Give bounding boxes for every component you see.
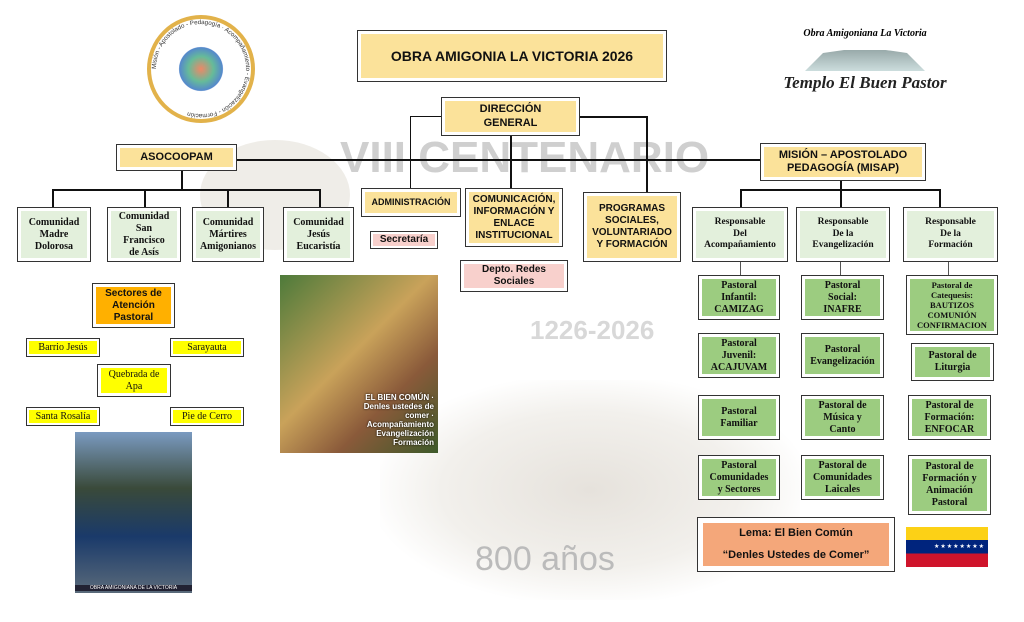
administracion-box: ADMINISTRACIÓN <box>361 188 461 217</box>
responsable-acompanamiento: Responsable Del Acompañamiento <box>692 207 788 262</box>
sector-label: Santa Rosalía <box>29 410 97 423</box>
pastoral-social: Pastoral Social: INAFRE <box>801 275 884 320</box>
responsable-label: Responsable De la Evangelización <box>800 211 886 258</box>
church-icon <box>805 47 925 71</box>
misap-circle-logo: Misión - Apostolado - Pedagogía · Acompa… <box>145 15 257 123</box>
pastoral-liturgia: Pastoral de Liturgia <box>911 343 994 381</box>
secretaria-box: Secretaría <box>370 231 438 249</box>
pastoral-musica-canto: Pastoral de Música y Canto <box>801 395 884 440</box>
pastoral-label: Pastoral de Catequesis: BAUTIZOS COMUNIÓ… <box>910 279 994 331</box>
responsable-evangelizacion: Responsable De la Evangelización <box>796 207 890 262</box>
pastoral-label: Pastoral Infantil: CAMIZAG <box>702 279 776 316</box>
pastoral-label: Pastoral Comunidades y Sectores <box>702 459 776 496</box>
comunicacion-label: COMUNICACIÓN, INFORMACIÓN Y ENLACE INSTI… <box>469 192 559 243</box>
asocoopam-box: ASOCOOPAM <box>116 144 237 171</box>
pastoral-juvenil: Pastoral Juvenil: ACAJUVAM <box>698 333 780 378</box>
misap-circle-logo-svg: Misión - Apostolado - Pedagogía · Acompa… <box>147 15 255 123</box>
pastoral-label: Pastoral Social: INAFRE <box>805 279 880 316</box>
lema-content: Lema: El Bien Común “Denles Ustedes de Co… <box>703 523 889 566</box>
sectores-label: Sectores de Atención Pastoral <box>96 287 171 324</box>
programas-sociales-box: PROGRAMAS SOCIALES, VOLUNTARIADO Y FORMA… <box>583 192 681 262</box>
misap-box: MISIÓN – APOSTOLADO PEDAGOGÍA (MISAP) <box>760 143 926 181</box>
comunidad-label: Comunidad Mártires Amigonianos <box>196 211 260 258</box>
comunidad-label: Comunidad Jesús Eucaristía <box>287 211 350 258</box>
pastoral-label: Pastoral Familiar <box>702 399 776 436</box>
watermark-years: 1226-2026 <box>530 315 655 345</box>
pastoral-label: Pastoral de Formación: ENFOCAR <box>912 399 987 436</box>
pastoral-formacion-enfocar: Pastoral de Formación: ENFOCAR <box>908 395 991 440</box>
sector-sarayauta: Sarayauta <box>170 338 244 357</box>
redes-sociales-box: Depto. Redes Sociales <box>460 260 568 292</box>
administracion-label: ADMINISTRACIÓN <box>365 192 457 213</box>
programas-sociales-label: PROGRAMAS SOCIALES, VOLUNTARIADO Y FORMA… <box>587 196 677 258</box>
pastoral-label: Pastoral de Música y Canto <box>805 399 880 436</box>
pastoral-label: Pastoral de Formación y Animación Pastor… <box>912 459 987 511</box>
venezuela-flag-icon: ★★★★★★★★ <box>906 527 988 567</box>
pastoral-label: Pastoral de Comunidades Laicales <box>805 459 880 496</box>
collage-caption: OBRA AMIGONIANA DE LA VICTORIA <box>75 585 192 591</box>
sector-pie-de-cerro: Pie de Cerro <box>170 407 244 426</box>
pastoral-catequesis: Pastoral de Catequesis: BAUTIZOS COMUNIÓ… <box>906 275 998 335</box>
sector-santa-rosalia: Santa Rosalía <box>26 407 100 426</box>
redes-sociales-label: Depto. Redes Sociales <box>464 264 564 288</box>
flag-stars: ★★★★★★★★ <box>934 544 986 550</box>
sectores-box: Sectores de Atención Pastoral <box>92 283 175 328</box>
comunidad-jesus-eucaristia: Comunidad Jesús Eucaristía <box>283 207 354 262</box>
bien-comun-poster-image: EL BIEN COMÚN · Denles ustedes de comer … <box>280 275 438 453</box>
direccion-general-box: DIRECCIÓN GENERAL <box>441 97 580 136</box>
sector-barrio-jesus: Barrio Jesús <box>26 338 100 357</box>
comunidad-san-francisco: Comunidad San Francisco de Asís <box>107 207 181 262</box>
title-box: OBRA AMIGONIA LA VICTORIA 2026 <box>357 30 667 82</box>
responsable-label: Responsable Del Acompañamiento <box>696 211 784 258</box>
sector-quebrada-de-apa: Quebrada de Apa <box>97 364 171 397</box>
poster-caption: EL BIEN COMÚN · Denles ustedes de comer … <box>363 393 434 447</box>
pastoral-label: Pastoral Evangelización <box>805 337 880 374</box>
sector-label: Sarayauta <box>173 341 241 354</box>
comunidad-label: Comunidad San Francisco de Asís <box>111 211 177 258</box>
pastoral-comunidades-laicales: Pastoral de Comunidades Laicales <box>801 455 884 500</box>
watermark-centenario: VIII CENTENARIO <box>340 133 710 182</box>
comunidad-madre-dolorosa: Comunidad Madre Dolorosa <box>17 207 91 262</box>
pastoral-infantil: Pastoral Infantil: CAMIZAG <box>698 275 780 320</box>
responsable-label: Responsable De la Formación <box>907 211 994 258</box>
pastoral-label: Pastoral de Liturgia <box>915 347 990 377</box>
sector-label: Barrio Jesús <box>29 341 97 354</box>
pastoral-evangelizacion: Pastoral Evangelización <box>801 333 884 378</box>
pastoral-label: Pastoral Juvenil: ACAJUVAM <box>702 337 776 374</box>
templo-logo-bottom-text: Templo El Buen Pastor <box>783 73 947 92</box>
watermark-800-anos: 800 años <box>475 540 615 578</box>
asocoopam-label: ASOCOOPAM <box>120 148 233 167</box>
secretaria-label: Secretaría <box>373 234 435 246</box>
pastoral-comunidades-sectores: Pastoral Comunidades y Sectores <box>698 455 780 500</box>
comunidad-martires-amigonianos: Comunidad Mártires Amigonianos <box>192 207 264 262</box>
responsable-formacion: Responsable De la Formación <box>903 207 998 262</box>
sector-label: Pie de Cerro <box>173 410 241 423</box>
templo-logo: Obra Amigoniana La Victoria Templo El Bu… <box>780 28 950 106</box>
comunidad-label: Comunidad Madre Dolorosa <box>21 211 87 258</box>
misap-label: MISIÓN – APOSTOLADO PEDAGOGÍA (MISAP) <box>764 147 922 177</box>
templo-logo-top-text: Obra Amigoniana La Victoria <box>803 28 927 39</box>
page-title: OBRA AMIGONIA LA VICTORIA 2026 <box>361 34 663 78</box>
sector-label: Quebrada de Apa <box>101 368 167 393</box>
comunicacion-box: COMUNICACIÓN, INFORMACIÓN Y ENLACE INSTI… <box>465 188 563 247</box>
obra-amigoniana-collage-image: OBRA AMIGONIANA DE LA VICTORIA <box>75 432 192 593</box>
lema-title: Lema: El Bien Común <box>739 527 853 540</box>
direccion-general-label: DIRECCIÓN GENERAL <box>445 101 576 132</box>
pastoral-familiar: Pastoral Familiar <box>698 395 780 440</box>
pastoral-formacion-animacion: Pastoral de Formación y Animación Pastor… <box>908 455 991 515</box>
lema-quote: “Denles Ustedes de Comer” <box>722 548 870 561</box>
lema-box: Lema: El Bien Común “Denles Ustedes de Co… <box>697 517 895 572</box>
